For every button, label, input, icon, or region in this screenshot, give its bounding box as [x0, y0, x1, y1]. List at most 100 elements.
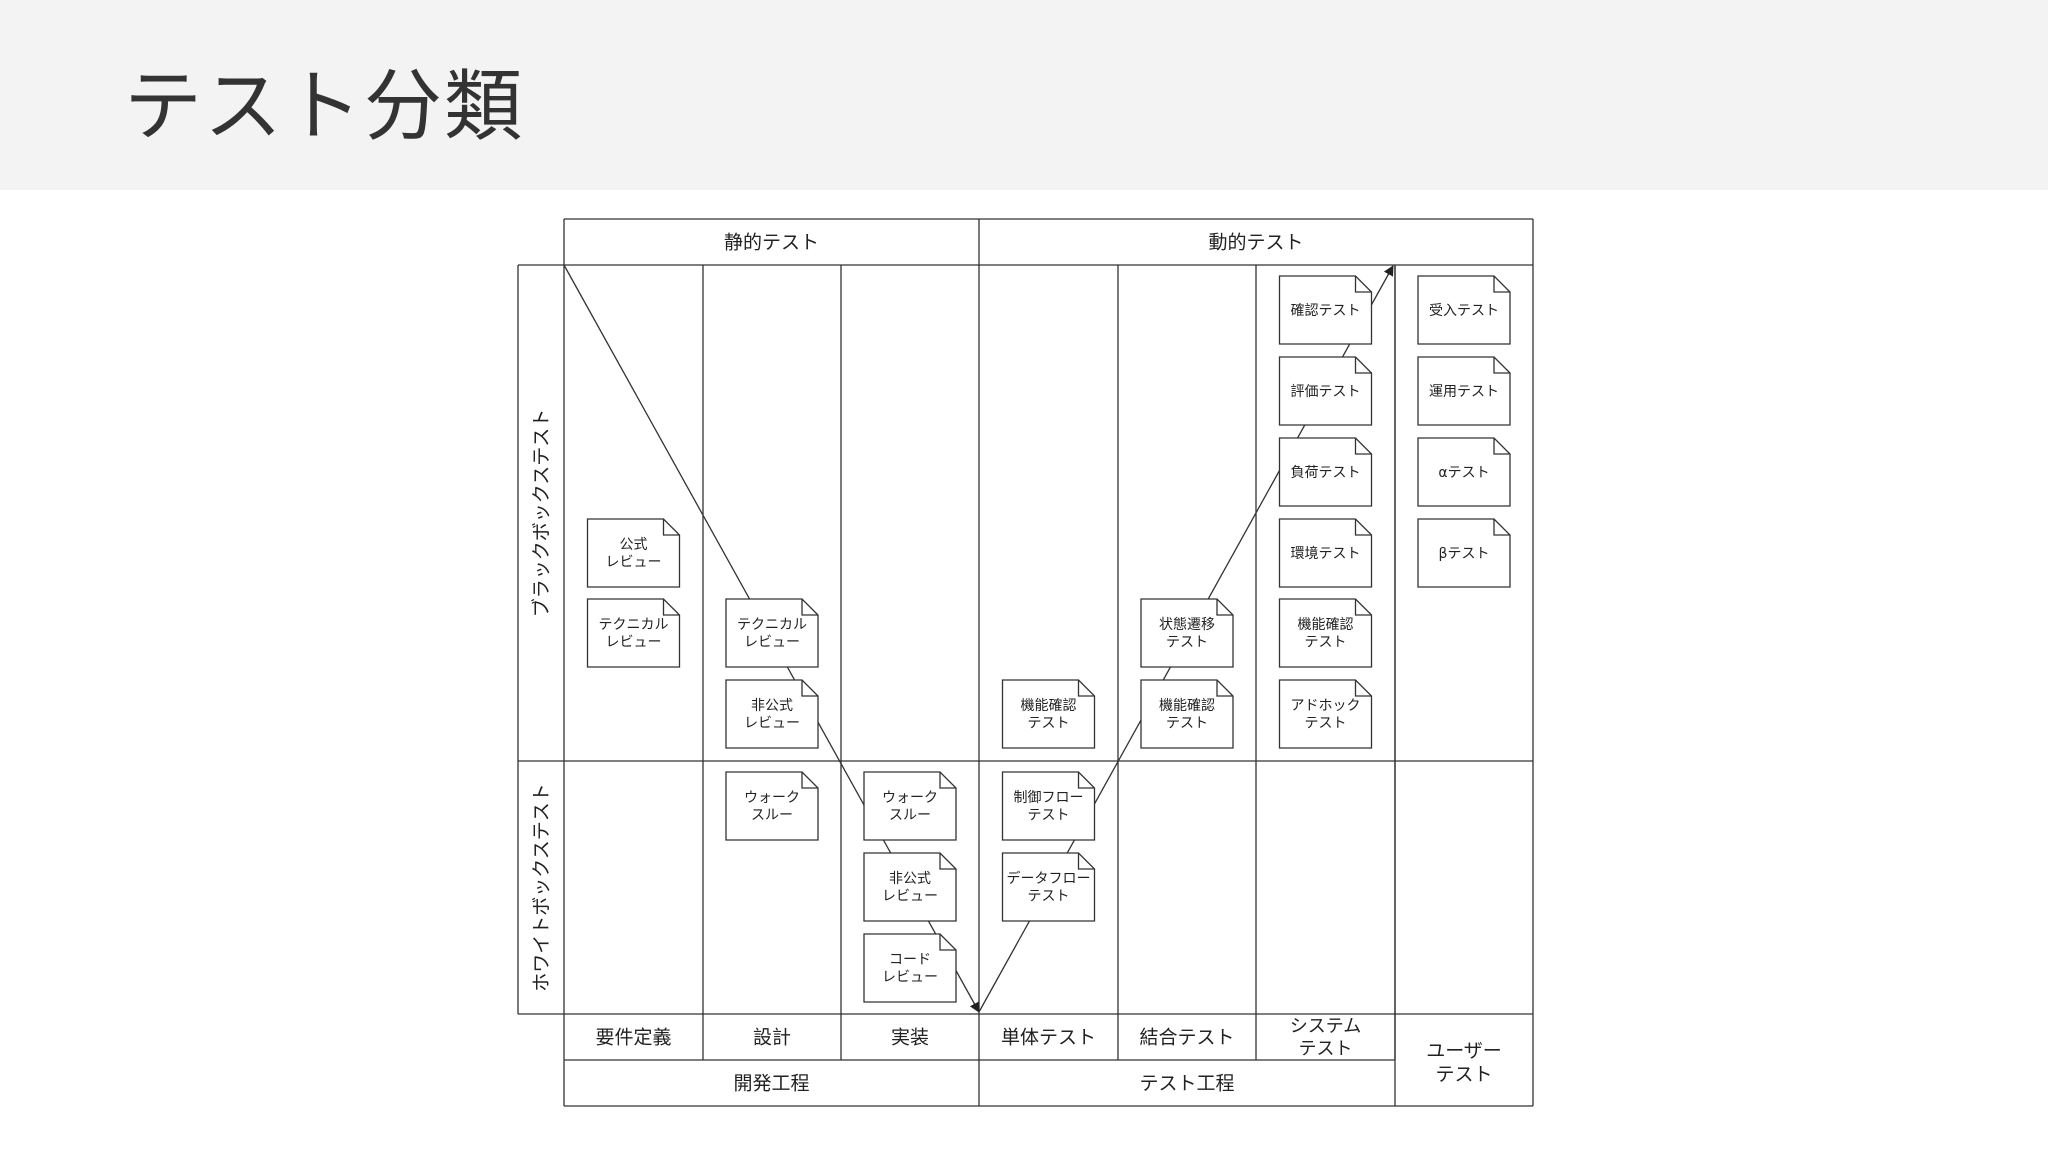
note-card: 機能確認テスト [1001, 679, 1096, 749]
note-body [1417, 275, 1511, 345]
page-title: テスト分類 [124, 62, 525, 152]
note-body [863, 771, 957, 841]
note-body [1140, 598, 1234, 668]
note-body [586, 598, 681, 668]
note-card: 制御フローテスト [1001, 771, 1096, 841]
note-fold [1354, 276, 1372, 293]
note-body [1417, 356, 1511, 426]
note-fold [1354, 680, 1372, 697]
note-body [1278, 437, 1373, 507]
note-body [1278, 356, 1373, 426]
phase-label: 設計 [753, 1027, 791, 1049]
note-card: アドホックテスト [1278, 679, 1373, 749]
note-label: テクニカルレビュー [599, 617, 669, 651]
note-card: 受入テスト [1417, 275, 1511, 345]
phase-label: 要件定義 [595, 1027, 671, 1049]
note-label: 公式レビュー [606, 537, 662, 571]
note-card: 環境テスト [1278, 518, 1373, 588]
note-body [1278, 518, 1373, 588]
note-label: アドホックテスト [1291, 698, 1361, 732]
note-body [1417, 518, 1511, 588]
note-card: 負荷テスト [1278, 437, 1373, 507]
note-body [586, 518, 681, 588]
note-card: 確認テスト [1278, 275, 1373, 345]
note-card: 状態遷移テスト [1140, 598, 1234, 668]
note-card: 運用テスト [1417, 356, 1511, 426]
note-card: データフローテスト [1001, 852, 1096, 922]
note-card: テクニカルレビュー [725, 598, 819, 668]
note-fold [1354, 599, 1372, 616]
note-card: 機能確認テスト [1278, 598, 1373, 668]
note-fold [1077, 772, 1095, 789]
note-fold [1077, 853, 1095, 870]
blackbox-row-header: ブラックボックステスト [530, 409, 553, 617]
note-fold [801, 680, 818, 697]
title-bar: テスト分類 [0, 0, 2048, 190]
note-body [1278, 679, 1373, 749]
note-label: ウォークスルー [744, 790, 800, 824]
note-fold [939, 772, 956, 789]
note-label: テクニカルレビュー [737, 617, 807, 651]
note-body [1001, 771, 1096, 841]
note-label: 機能確認テスト [1159, 698, 1215, 732]
note-body [1278, 275, 1373, 345]
note-fold [1354, 357, 1372, 374]
note-label: αテスト [1438, 465, 1489, 481]
note-card: βテスト [1417, 518, 1511, 588]
note-body [1001, 852, 1096, 922]
note-label: 状態遷移テスト [1159, 617, 1215, 651]
note-card: 非公式レビュー [863, 852, 957, 922]
note-fold [801, 599, 818, 616]
note-body [1278, 598, 1373, 668]
note-fold [1493, 276, 1510, 293]
note-body [1001, 679, 1096, 749]
note-label: 機能確認テスト [1021, 698, 1077, 732]
whitebox-row-header: ホワイトボックステスト [531, 783, 553, 991]
note-body [1140, 679, 1234, 749]
development-process-label: 開発工程 [733, 1073, 809, 1095]
note-card: テクニカルレビュー [586, 598, 681, 668]
note-label: 機能確認テスト [1298, 617, 1354, 651]
note-label: 評価テスト [1291, 384, 1361, 400]
phase-label: 結合テスト [1139, 1027, 1234, 1049]
note-card: コードレビュー [863, 933, 957, 1003]
note-card: ウォークスルー [725, 771, 819, 841]
user-test-label: ユーザーテスト [1426, 1040, 1502, 1086]
note-label: 確認テスト [1291, 303, 1361, 319]
note-fold [1077, 680, 1095, 697]
note-body [725, 771, 819, 841]
dynamic-test-header: 動的テスト [1208, 232, 1303, 254]
note-label: 環境テスト [1291, 546, 1361, 562]
phase-label: 実装 [891, 1027, 929, 1049]
note-body [725, 679, 819, 749]
diagram-grid [517, 218, 1534, 1107]
note-body [725, 598, 819, 668]
note-fold [662, 599, 680, 616]
note-label: コードレビュー [882, 952, 938, 986]
note-fold [939, 934, 956, 951]
note-label: 非公式レビュー [882, 871, 938, 905]
note-label: ウォークスルー [882, 790, 938, 824]
note-label: 受入テスト [1429, 303, 1499, 319]
note-fold [1493, 519, 1510, 536]
note-fold [1216, 599, 1233, 616]
note-fold [801, 772, 818, 789]
note-label: βテスト [1439, 546, 1490, 562]
note-fold [1493, 438, 1510, 455]
note-card: ウォークスルー [863, 771, 957, 841]
note-card: 公式レビュー [586, 518, 681, 588]
label-layer: 静的テスト動的テストブラックボックステストホワイトボックステスト要件定義設計実装… [530, 232, 1502, 1095]
note-label: 制御フローテスト [1014, 790, 1084, 824]
note-fold [939, 853, 956, 870]
note-body [863, 933, 957, 1003]
note-fold [1216, 680, 1233, 697]
phase-label: システムテスト [1290, 1016, 1361, 1060]
test-process-label: テスト工程 [1139, 1073, 1234, 1095]
note-fold [1354, 438, 1372, 455]
note-body [863, 852, 957, 922]
note-card: αテスト [1417, 437, 1511, 507]
note-label: 非公式レビュー [744, 698, 800, 732]
note-card: 非公式レビュー [725, 679, 819, 749]
note-fold [1354, 519, 1372, 536]
note-label: 運用テスト [1429, 384, 1499, 400]
